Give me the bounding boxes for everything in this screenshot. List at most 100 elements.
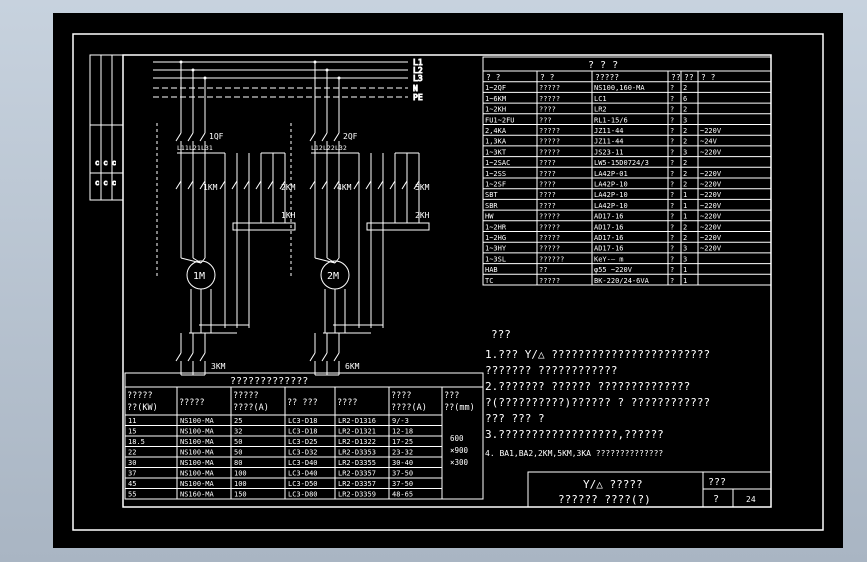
parts-cell: 1,3KA [485,138,507,146]
motor-cell: NS100-MA [180,470,215,478]
svg-text:c c c: c c c [95,159,116,167]
parts-cell: ? [670,127,674,135]
terminal-label: L11 [177,144,189,152]
parts-cell: KeY-— m [594,255,624,263]
motor-cell: LC3-D80 [288,491,318,499]
junction-dot [179,60,183,64]
parts-cell: 2 [683,181,687,189]
junction-dot [313,60,317,64]
wire [353,180,360,190]
sheet-number: 24 [746,495,756,504]
motor-cell: 30 [128,459,136,467]
parts-cell: ???? [539,191,556,199]
parts-cell: ~220V [700,234,722,242]
wire [219,180,226,190]
motor-header-cell: ????? [127,391,153,401]
motor-header-cell: ???? [391,391,411,401]
wire [255,180,262,190]
terminal-label: L31 [201,144,213,152]
parts-cell: ~220V [700,127,722,135]
parts-cell: ~220V [700,213,722,221]
motor-cell: LR2-D3353 [338,449,376,457]
motor-cell: 15 [128,428,136,436]
wire [389,180,396,190]
box-size-cell: ×300 [450,458,469,467]
parts-cell: ? [670,95,674,103]
parts-cell: 1~2HR [485,223,507,231]
motor-label: 2M [327,271,339,282]
parts-cell: 1~3HY [485,245,507,253]
bus-label-l3: L3 [413,74,423,83]
parts-cell: 2 [683,159,687,167]
parts-cell: ? [670,277,674,285]
parts-table-title: ? ? ? [588,60,618,71]
parts-cell: NS100,160-MA [594,84,645,92]
note-line: 4. BA1,BA2,2KM,5KM,3KA ?????????????? [485,449,663,458]
terminal-label: L32 [335,144,347,152]
parts-cell: 2 [683,106,687,114]
parts-cell: 2,4KA [485,127,507,135]
parts-cell: HW [485,213,494,221]
motor-cell: NS100-MA [180,417,215,425]
motor-cell: 23-32 [392,449,413,457]
motor-cell: LR2-D3357 [338,480,376,488]
terminal-label: L12 [311,144,323,152]
parts-cell: ? [670,202,674,210]
wire [175,180,182,190]
motor-cell: 55 [128,491,136,499]
motor-cell: 22 [128,449,136,457]
motor-cell: LR2-D3359 [338,491,376,499]
parts-cell: ? [670,245,674,253]
wire [267,180,274,190]
motor-cell: 37-50 [392,480,413,488]
parts-cell: ? [670,84,674,92]
km-main-label: 1KM [203,183,218,192]
parts-cell: 2 [683,223,687,231]
junction-dot [325,68,329,72]
motor-spec-table: ????????????????????(KW)??????????????(A… [124,372,484,500]
parts-cell: ? [670,148,674,156]
parts-cell: AD17-16 [594,245,624,253]
terminal-label: L21 [189,144,201,152]
parts-cell: 1~2KH [485,106,506,114]
notes-title: ??? [491,328,511,341]
bus-label-l2: L2 [413,66,423,75]
parts-cell: ? [670,255,674,263]
title-block: Y/△ ????? ?????? ????(?) ??? ? 24 [527,471,772,508]
motor-cell: LC3-D50 [288,480,318,488]
motor-cell: NS100-MA [180,438,215,446]
motor-header-cell: ??(mm) [444,403,475,413]
parts-cell: ? [670,181,674,189]
motor-cell: 50 [234,449,242,457]
motor-cell: 12-18 [392,428,413,436]
parts-cell: 6 [683,95,687,103]
svg-text:c c c: c c c [95,179,116,187]
note-line: ??? ??? ? [485,412,545,425]
motor-header-cell: ????(A) [233,403,269,413]
motor-cell: 25 [234,417,242,425]
motor-cell: 37 [128,470,136,478]
motor-header-cell: ??(KW) [127,403,158,413]
parts-cell: ? [670,223,674,231]
parts-cell: BK-220/24-6VA [594,277,650,285]
wire [321,180,328,190]
parts-cell: ????? [539,138,560,146]
motor-cell: NS100-MA [180,480,215,488]
junction-dot [337,76,341,80]
parts-cell: 1 [683,266,687,274]
parts-cell: RL1-15/6 [594,116,628,124]
parts-cell: ???? [539,106,556,114]
motor-label: 1M [193,271,205,282]
thermal-relay [366,222,430,231]
parts-cell: 1 [683,202,687,210]
parts-table-frame [482,56,772,286]
parts-cell: ??? [539,116,552,124]
parts-cell: ? [670,234,674,242]
wire [175,352,182,362]
motor-cell: LR2-D1321 [338,428,376,436]
box-size-cell: ×900 [450,446,469,455]
motor-header-cell: ????? [179,398,205,408]
note-line: 3.??????????????????,?????? [485,428,664,441]
